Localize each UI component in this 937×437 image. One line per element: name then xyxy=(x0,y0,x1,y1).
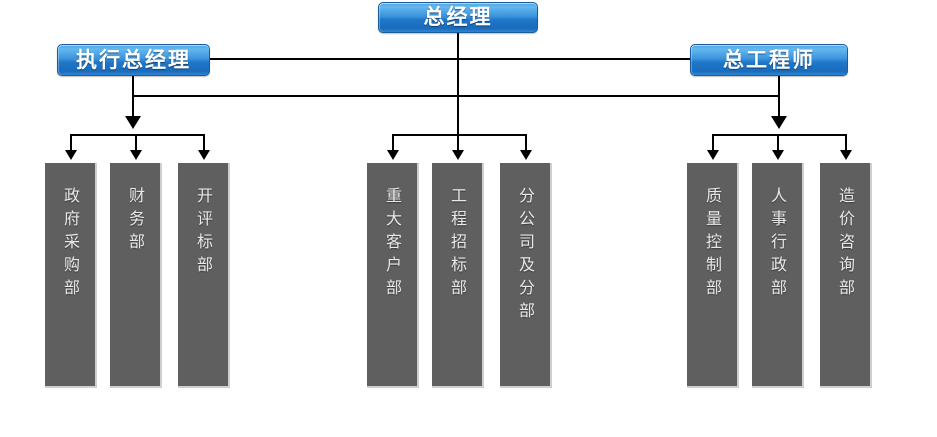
dept-box-project-bidding[interactable]: 工程招标部 xyxy=(432,163,484,388)
connector-bus-top-left xyxy=(210,58,457,60)
exec-box-general-manager[interactable]: 总经理 xyxy=(378,2,538,33)
branch-arrow-center-2 xyxy=(452,150,464,160)
exec-label-executive-general-manager: 执行总经理 xyxy=(76,47,191,72)
dept-label-cost-consulting: 造价咨询部 xyxy=(835,187,855,302)
dept-label-gov-procurement: 政府采购部 xyxy=(60,187,80,302)
branch-arrow-center-3 xyxy=(520,150,532,160)
exec-label-general-manager: 总经理 xyxy=(423,5,493,29)
branch-bar-left xyxy=(70,134,205,136)
dept-box-hr-admin[interactable]: 人事行政部 xyxy=(752,163,804,388)
dept-box-quality-control[interactable]: 质量控制部 xyxy=(687,163,739,388)
dept-label-major-clients: 重大客户部 xyxy=(382,187,402,302)
dept-label-finance: 财务部 xyxy=(125,187,145,256)
exec-box-executive-general-manager[interactable]: 执行总经理 xyxy=(57,44,210,76)
connector-ce-arrow xyxy=(771,116,787,129)
dept-label-quality-control: 质量控制部 xyxy=(702,187,722,302)
connector-bus-lower xyxy=(133,95,779,97)
dept-label-project-bidding: 工程招标部 xyxy=(447,187,467,302)
exec-box-chief-engineer[interactable]: 总工程师 xyxy=(690,44,848,76)
connector-egm-spine xyxy=(132,76,134,118)
branch-drop-center-3 xyxy=(525,134,527,152)
dept-box-cost-consulting[interactable]: 造价咨询部 xyxy=(820,163,872,388)
branch-arrow-right-1 xyxy=(707,150,719,160)
connector-gm-spine xyxy=(457,33,459,136)
dept-box-bid-evaluation[interactable]: 开评标部 xyxy=(178,163,230,388)
branch-drop-left-1 xyxy=(70,134,72,152)
branch-drop-right-1 xyxy=(712,134,714,152)
connector-egm-arrow xyxy=(125,116,141,129)
branch-drop-center-2 xyxy=(457,134,459,152)
dept-label-branch-companies: 分公司及分部 xyxy=(515,187,535,325)
dept-box-gov-procurement[interactable]: 政府采购部 xyxy=(45,163,97,388)
dept-label-bid-evaluation: 开评标部 xyxy=(193,187,213,279)
branch-drop-left-3 xyxy=(203,134,205,152)
dept-label-hr-admin: 人事行政部 xyxy=(767,187,787,302)
branch-drop-right-3 xyxy=(845,134,847,152)
branch-arrow-right-3 xyxy=(840,150,852,160)
branch-bar-center xyxy=(392,134,527,136)
branch-arrow-right-2 xyxy=(772,150,784,160)
branch-drop-center-1 xyxy=(392,134,394,152)
branch-arrow-left-2 xyxy=(130,150,142,160)
dept-box-major-clients[interactable]: 重大客户部 xyxy=(367,163,419,388)
branch-drop-right-2 xyxy=(777,134,779,152)
branch-drop-left-2 xyxy=(135,134,137,152)
branch-arrow-center-1 xyxy=(387,150,399,160)
connector-ce-spine xyxy=(778,76,780,118)
branch-arrow-left-1 xyxy=(65,150,77,160)
dept-box-branch-companies[interactable]: 分公司及分部 xyxy=(500,163,552,388)
dept-box-finance[interactable]: 财务部 xyxy=(110,163,162,388)
exec-label-chief-engineer: 总工程师 xyxy=(723,47,815,72)
connector-bus-top-right xyxy=(457,58,690,60)
branch-bar-right xyxy=(712,134,847,136)
branch-arrow-left-3 xyxy=(198,150,210,160)
